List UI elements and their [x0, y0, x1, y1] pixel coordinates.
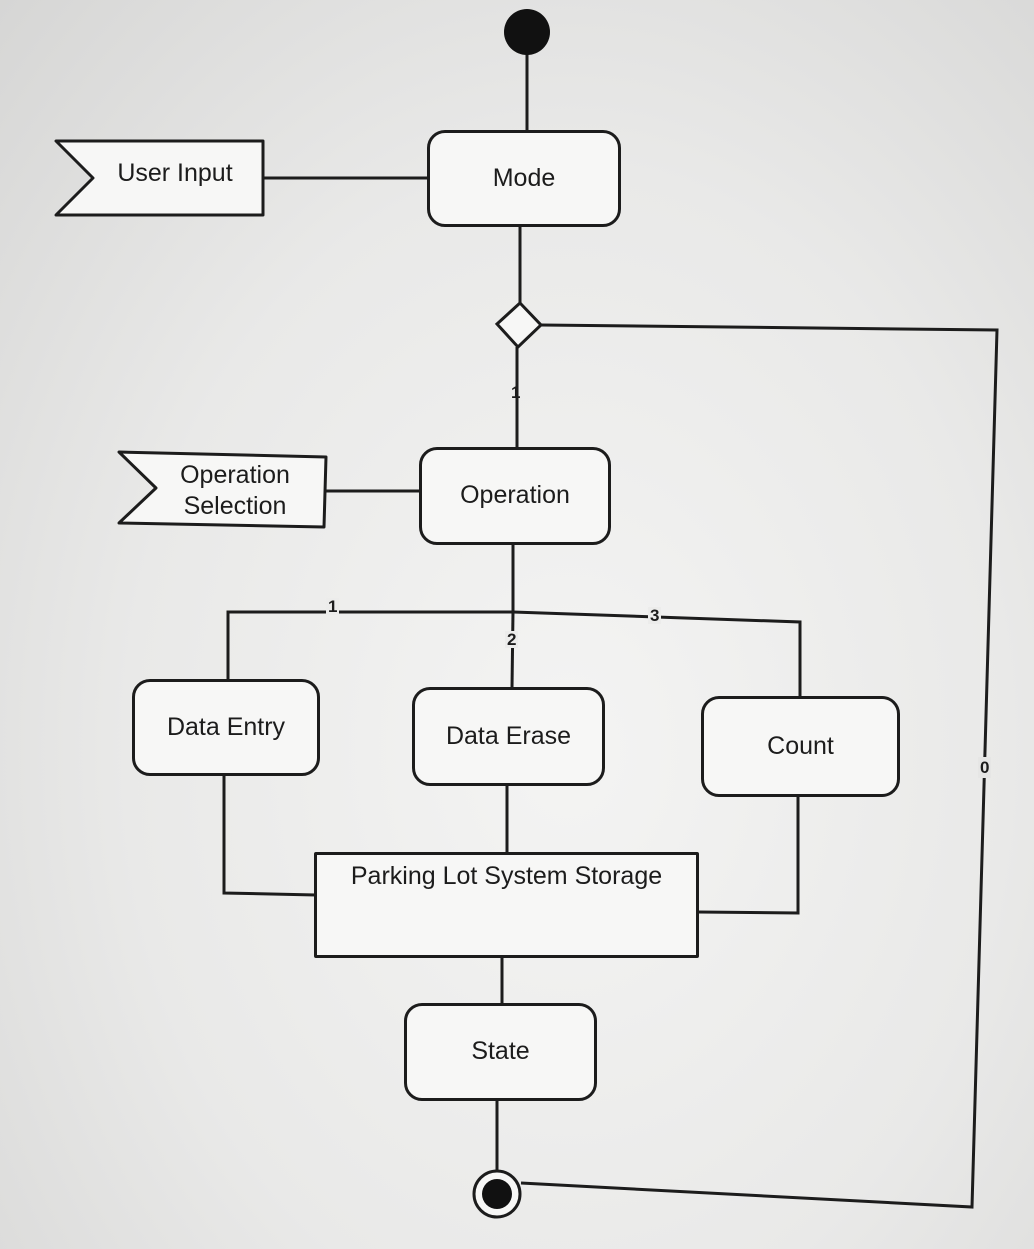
- edge-label-count: 3: [648, 606, 662, 625]
- final-node-core: [482, 1179, 512, 1209]
- signal-operation-selection-shape: [117, 450, 328, 529]
- decision-node: [494, 300, 544, 350]
- signal-user-input-shape: [54, 139, 265, 217]
- state-count: Count: [701, 696, 900, 797]
- edge-count-storage: [697, 797, 800, 915]
- edge-label-data-erase: 2: [505, 630, 519, 649]
- initial-node: [504, 9, 550, 55]
- edge-label-loop: 0: [978, 757, 992, 778]
- state-data-entry: Data Entry: [132, 679, 320, 776]
- state-data-erase: Data Erase: [412, 687, 605, 786]
- edge-dataentry-storage: [222, 776, 317, 897]
- signal-operation-selection-line1: Operation: [180, 461, 290, 489]
- state-operation: Operation: [419, 447, 611, 545]
- state-mode: Mode: [427, 130, 621, 227]
- state-state: State: [404, 1003, 597, 1101]
- edge-label-data-entry: 1: [326, 597, 340, 616]
- state-parking-lot-storage: Parking Lot System Storage: [314, 852, 699, 958]
- signal-operation-selection-line2: Selection: [183, 492, 287, 521]
- edge-branch-count: [512, 610, 802, 697]
- edge-branch-dataerase: [510, 611, 515, 689]
- edge-label-mode-operation: 1: [511, 383, 521, 402]
- signal-user-input-label: User Input: [117, 159, 233, 187]
- signal-operation-selection-label: Operation Selection: [160, 460, 310, 523]
- edge-branch-dataentry: [226, 610, 513, 680]
